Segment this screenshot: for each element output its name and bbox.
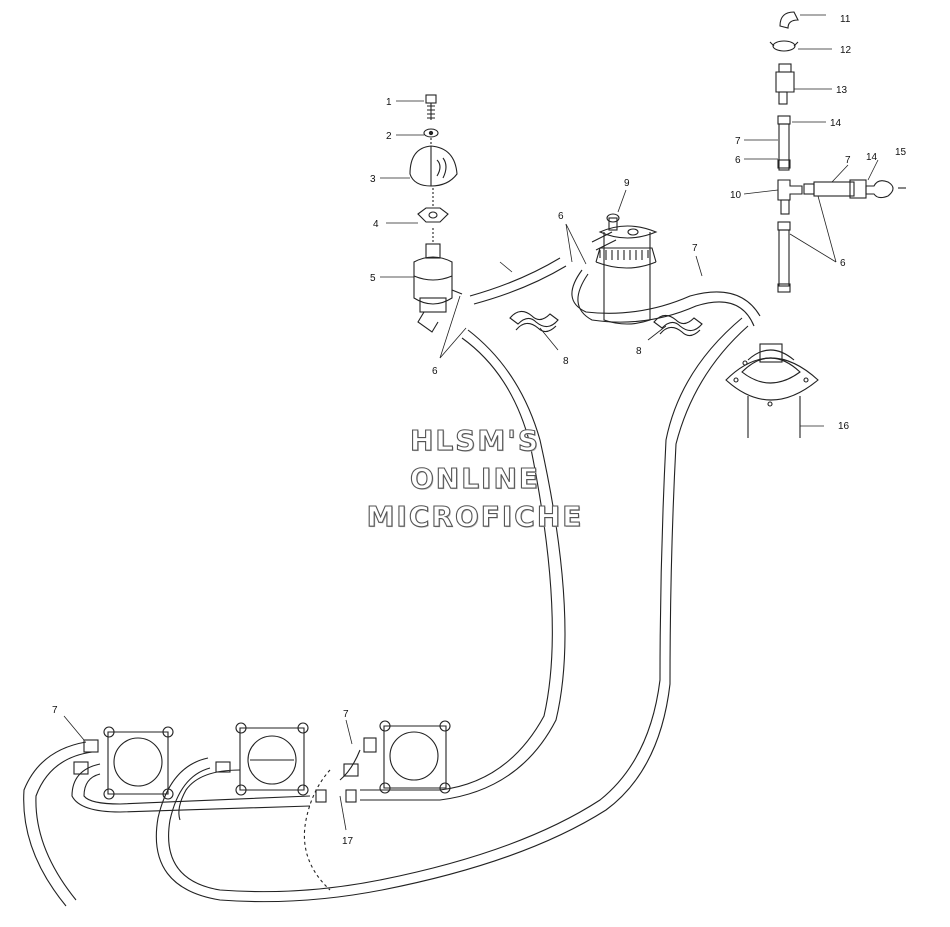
callout-6-filter: 6 bbox=[432, 366, 438, 377]
vent-line-fittings bbox=[769, 11, 906, 293]
callout-13: 13 bbox=[836, 85, 848, 96]
callout-14-vent: 14 bbox=[830, 118, 842, 129]
callout-7-right: 7 bbox=[343, 709, 349, 720]
callout-5: 5 bbox=[370, 273, 376, 284]
screw-part-1 bbox=[425, 94, 437, 120]
watermark-line-1: HLSM'S bbox=[409, 423, 541, 457]
callout-9: 9 bbox=[624, 178, 630, 189]
leader-lines bbox=[63, 14, 879, 831]
callout-7-left: 7 bbox=[52, 705, 58, 716]
hose-clip-part-8a bbox=[509, 310, 559, 333]
watermark-line-2: ONLINE bbox=[409, 461, 541, 495]
fuel-hoses-part-7 bbox=[23, 257, 761, 907]
callout-4: 4 bbox=[373, 219, 379, 230]
washer-part-2 bbox=[423, 128, 439, 138]
callout-6-tank: 6 bbox=[840, 258, 846, 269]
pump-assembly-left bbox=[73, 726, 174, 800]
water-separator-part-9 bbox=[591, 213, 658, 325]
callout-17: 17 bbox=[342, 836, 354, 847]
callout-11: 11 bbox=[840, 14, 851, 25]
callout-15: 15 bbox=[895, 147, 907, 158]
callout-7-upper: 7 bbox=[692, 243, 698, 254]
callout-10: 10 bbox=[730, 190, 742, 201]
callout-6-separator: 6 bbox=[558, 211, 564, 222]
callout-1: 1 bbox=[386, 97, 392, 108]
nut-part-4 bbox=[417, 188, 449, 223]
pump-assembly-middle bbox=[215, 722, 309, 796]
callout-8-left: 8 bbox=[563, 356, 569, 367]
hose-clip-part-8b bbox=[653, 314, 703, 337]
callout-2: 2 bbox=[386, 131, 392, 142]
tank-flange-part-16 bbox=[725, 343, 819, 438]
callout-8-right: 8 bbox=[636, 346, 642, 357]
callout-16: 16 bbox=[838, 421, 850, 432]
filter-part-5 bbox=[413, 228, 463, 333]
callout-7-vent: 7 bbox=[735, 136, 741, 147]
pump-assembly-right bbox=[315, 720, 451, 803]
callout-6-vent: 6 bbox=[735, 155, 741, 166]
callouts: 1 2 3 4 5 6 6 6 6 7 7 7 7 7 8 8 9 10 11 … bbox=[52, 14, 907, 847]
cap-part-3 bbox=[409, 138, 458, 187]
watermark-line-3: MICROFICHE bbox=[366, 499, 584, 533]
callout-7-side: 7 bbox=[845, 155, 851, 166]
callout-3: 3 bbox=[370, 174, 376, 185]
callout-12: 12 bbox=[840, 45, 852, 56]
callout-14-side: 14 bbox=[866, 152, 878, 163]
